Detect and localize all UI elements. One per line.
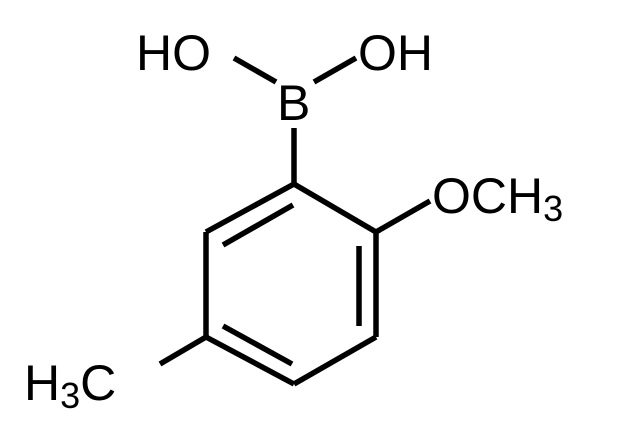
methoxy-methyl-label: CH bbox=[471, 168, 543, 224]
methoxy-oxygen-label: O bbox=[432, 168, 471, 224]
methoxy-methyl-subscript: 3 bbox=[543, 188, 563, 229]
bond-ring-methyl bbox=[158, 334, 208, 367]
methyl-c-label: C bbox=[80, 355, 116, 411]
hydroxyl-right-label: OH bbox=[358, 25, 433, 81]
atom-labels: HO OH B OCH3 H3C bbox=[24, 25, 563, 416]
methyl-h-label: H bbox=[24, 355, 60, 411]
hydroxyl-left-label: HO bbox=[136, 25, 211, 81]
methoxy-group-label: OCH3 bbox=[432, 168, 563, 229]
ring-double-bond-inner-1 bbox=[221, 202, 295, 248]
bond-boron-hydroxyl-right bbox=[312, 55, 358, 85]
bond-boron-hydroxyl-left bbox=[232, 55, 278, 85]
bond-ring-methoxy-oxygen bbox=[374, 198, 432, 235]
methyl-subscript: 3 bbox=[60, 375, 80, 416]
methyl-group-label: H3C bbox=[24, 355, 116, 416]
benzene-ring bbox=[203, 181, 379, 387]
boron-label: B bbox=[277, 75, 310, 131]
ring-bond-c6-c1 bbox=[204, 181, 296, 235]
ring-bond-c4-c5 bbox=[204, 334, 296, 387]
ring-bond-c1-c2 bbox=[292, 181, 378, 235]
ring-double-bond-inner-3 bbox=[221, 323, 294, 367]
ring-bond-c3-c4 bbox=[292, 334, 378, 387]
substituent-bonds bbox=[158, 55, 432, 367]
